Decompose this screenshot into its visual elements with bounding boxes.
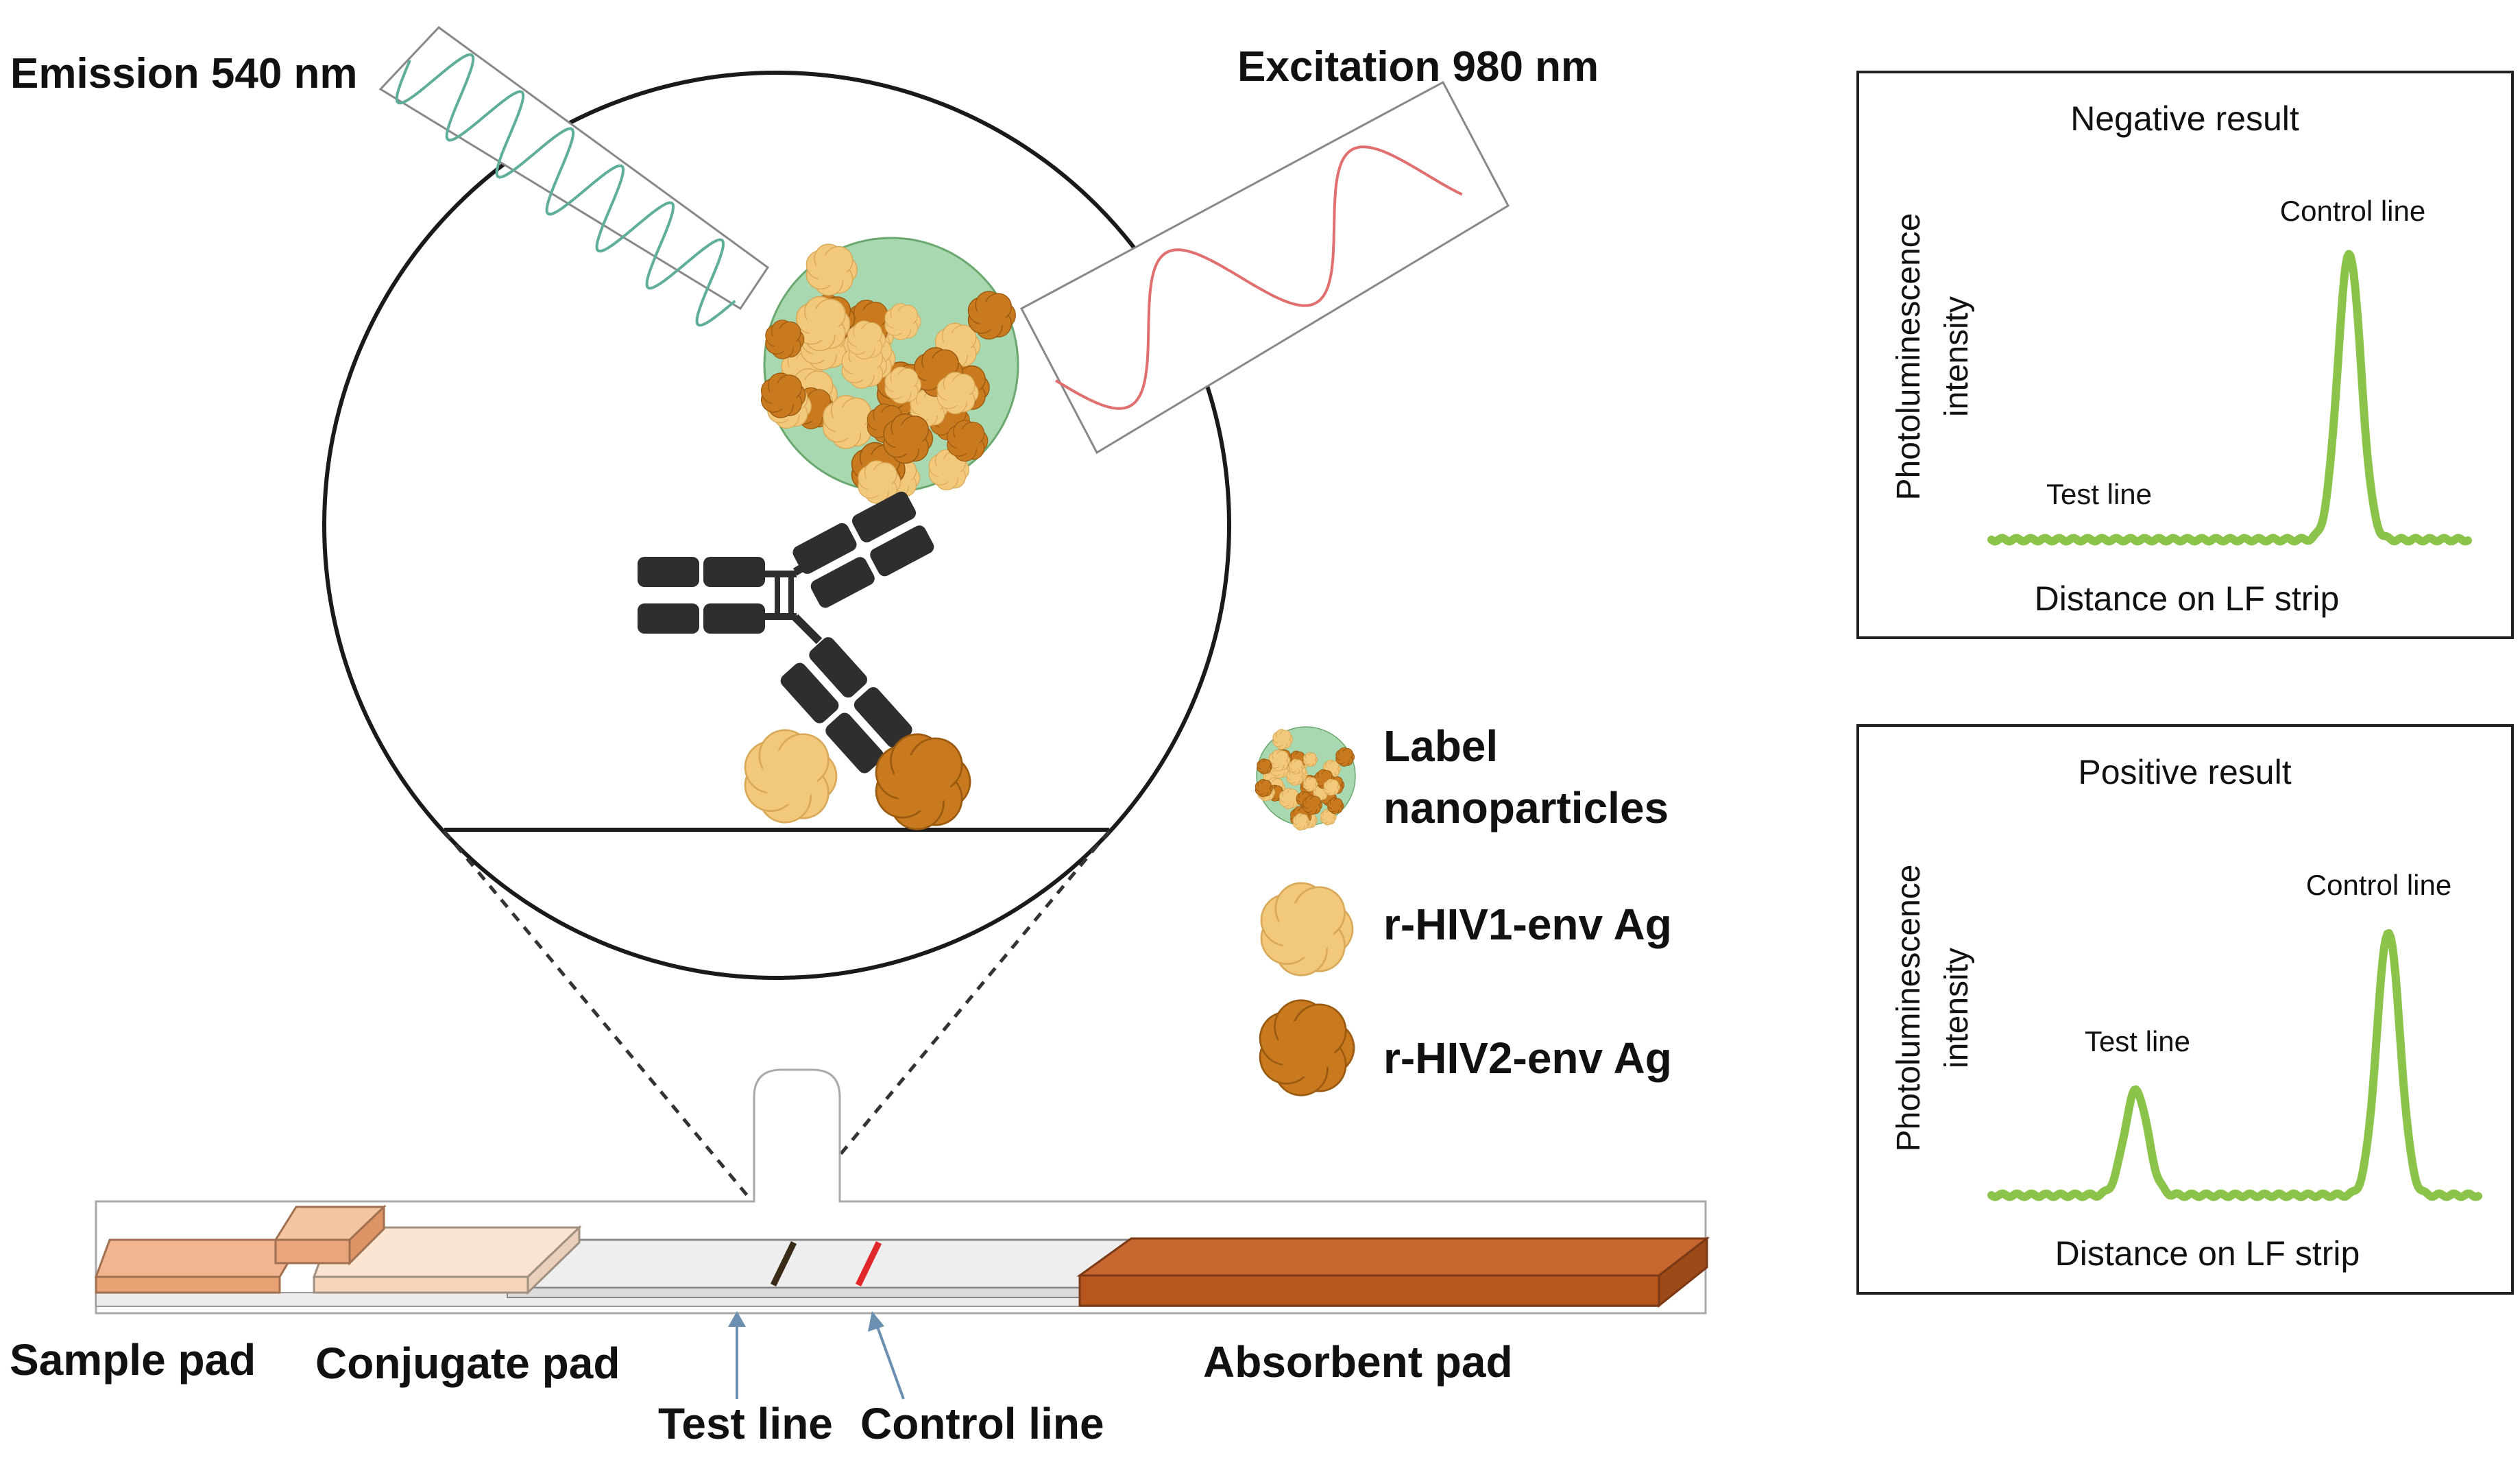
sample-pad — [94, 1238, 304, 1294]
lateral-flow-strip — [94, 1068, 1710, 1400]
control-line-mark — [855, 1241, 882, 1286]
negative-y-axis-label-2: intensity — [1939, 296, 1975, 417]
test-line-mark — [770, 1241, 797, 1286]
conjugate-pad — [312, 1225, 582, 1295]
absorbent-pad-label: Absorbent pad — [1203, 1337, 1513, 1387]
emission-wave — [395, 53, 736, 327]
legend-hiv2-label: r-HIV2-env Ag — [1383, 1033, 1672, 1083]
positive-x-axis-label: Distance on LF strip — [2055, 1234, 2360, 1273]
antibody — [638, 491, 934, 774]
conjugate-pad-label: Conjugate pad — [315, 1339, 620, 1388]
negative-control-line-label: Control line — [2280, 195, 2425, 227]
control-line-label: Control line — [860, 1399, 1104, 1448]
legend-label-line2: nanoparticles — [1383, 783, 1669, 832]
emission-wave-box — [378, 26, 770, 327]
negative-x-axis-label: Distance on LF strip — [2035, 579, 2340, 618]
legend-hiv1-icon — [1260, 882, 1354, 976]
test-line-arrow — [728, 1311, 746, 1399]
positive-control-line-label: Control line — [2306, 869, 2451, 901]
excitation-wave — [1054, 145, 1463, 410]
test-line-label: Test line — [658, 1399, 833, 1448]
positive-result-panel: Positive result Photoluminescence intens… — [1856, 724, 2514, 1295]
legend: Label nanoparticles r-HIV1-env Ag r-HIV2… — [1255, 721, 1672, 1096]
negative-intensity-curve — [1987, 250, 2472, 546]
hiv2-antigen-bound — [875, 733, 971, 830]
legend-label-line1: Label — [1383, 721, 1498, 771]
positive-intensity-curve — [1987, 928, 2482, 1201]
zoom-line-left — [443, 830, 778, 1232]
legend-hiv2-icon — [1259, 999, 1355, 1096]
absorbent-pad — [1076, 1236, 1710, 1308]
sample-pad-overlap — [274, 1204, 387, 1266]
positive-y-axis-label-1: Photoluminescence — [1891, 865, 1927, 1152]
positive-panel-title: Positive result — [2078, 753, 2291, 791]
negative-panel-title: Negative result — [2070, 99, 2299, 138]
control-line-arrow — [868, 1311, 905, 1400]
emission-label: Emission 540 nm — [10, 50, 358, 97]
magnified-view — [322, 71, 1231, 1232]
magnifier-circle — [322, 71, 1231, 980]
excitation-box-frame — [1019, 80, 1510, 455]
negative-y-axis-label-1: Photoluminescence — [1891, 213, 1927, 501]
excitation-label: Excitation 980 nm — [1237, 43, 1599, 91]
legend-nanoparticle-icon — [1255, 726, 1356, 831]
membrane — [505, 1238, 1140, 1298]
excitation-wave-box — [1019, 80, 1510, 455]
negative-result-panel: Negative result Photoluminescence intens… — [1856, 71, 2514, 639]
positive-test-line-label: Test line — [2085, 1025, 2190, 1057]
positive-y-axis-label-2: intensity — [1939, 948, 1975, 1068]
hiv1-antigen-bound — [744, 729, 838, 824]
negative-test-line-label: Test line — [2046, 478, 2152, 510]
legend-hiv1-label: r-HIV1-env Ag — [1383, 900, 1672, 949]
emission-box-frame — [378, 26, 770, 311]
sample-pad-label: Sample pad — [10, 1335, 256, 1385]
label-nanoparticle — [760, 237, 1019, 504]
